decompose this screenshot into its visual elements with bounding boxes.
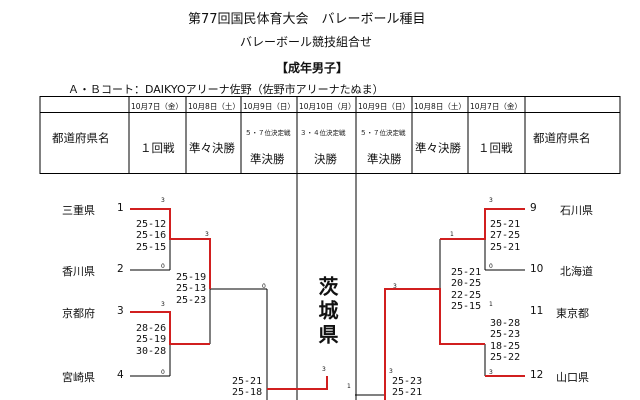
set-count: 0	[161, 263, 165, 270]
set-count: 0	[489, 263, 493, 270]
set-count: 3	[205, 231, 209, 238]
round-sf-right: 準決勝	[367, 152, 402, 166]
date-qf-right: 10月8日（土）	[414, 102, 466, 111]
label-3-4: ３・４位決定戦	[300, 129, 346, 137]
seed-3: 3	[117, 305, 124, 317]
round-final: 決勝	[314, 152, 337, 166]
round-r1-right: １回戦	[478, 141, 513, 155]
set-count: 1	[489, 301, 493, 308]
seed-12: 12	[530, 369, 544, 381]
seed-9: 9	[530, 202, 537, 214]
seed-2: 2	[117, 263, 124, 275]
date-final: 10月10日（月）	[299, 102, 356, 111]
set-count: 3	[393, 283, 397, 290]
date-r1-left: 10月7日（金）	[131, 102, 183, 111]
seed-10: 10	[530, 263, 544, 275]
set-count: 3	[489, 369, 493, 376]
set-count: 0	[262, 283, 266, 290]
team-ishikawa: 石川県	[560, 204, 593, 217]
round-sf-left: 準決勝	[250, 152, 285, 166]
date-qf-left: 10月8日（土）	[188, 102, 240, 111]
pref-header-right: 都道府県名	[533, 131, 591, 145]
label-5-7-right: ５・７位決定戦	[360, 129, 406, 137]
team-tokyo: 東京都	[556, 307, 589, 320]
pref-header-left: 都道府県名	[52, 131, 110, 145]
seed-1: 1	[117, 202, 124, 214]
round-r1-left: １回戦	[140, 141, 175, 155]
seed-4: 4	[117, 369, 124, 381]
host-prefecture: 茨城県	[315, 276, 339, 348]
court-venue: Ａ・Ｂコート：DAIKYOアリーナ佐野（佐野市アリーナたぬま）	[68, 83, 384, 96]
team-kyoto: 京都府	[62, 307, 95, 320]
label-5-7-left: ５・７位決定戦	[245, 129, 291, 137]
competition-subtitle: バレーボール競技組合せ	[240, 35, 373, 49]
round-qf-right: 準々決勝	[415, 141, 461, 155]
set-count: 3	[322, 366, 326, 373]
set-count: 1	[347, 383, 351, 390]
team-hokkaido: 北海道	[560, 265, 593, 278]
set-count: 3	[161, 197, 165, 204]
team-yamaguchi: 山口県	[556, 371, 589, 384]
set-count: 3	[389, 368, 393, 375]
set-count: 1	[450, 231, 454, 238]
set-count: 3	[161, 301, 165, 308]
seed-11: 11	[530, 305, 544, 317]
category-label: 【成年男子】	[276, 61, 349, 75]
team-kagawa: 香川県	[62, 265, 95, 278]
set-count: 0	[161, 369, 165, 376]
tournament-title: 第77回国民体育大会 バレーボール種目	[188, 12, 426, 27]
set-count: 3	[489, 197, 493, 204]
team-mie: 三重県	[62, 204, 95, 217]
team-miyazaki: 宮崎県	[62, 371, 95, 384]
date-r1-right: 10月7日（金）	[470, 102, 522, 111]
date-sf-left: 10月9日（日）	[243, 102, 295, 111]
date-sf-right: 10月9日（日）	[358, 102, 410, 111]
round-qf-left: 準々決勝	[189, 141, 235, 155]
